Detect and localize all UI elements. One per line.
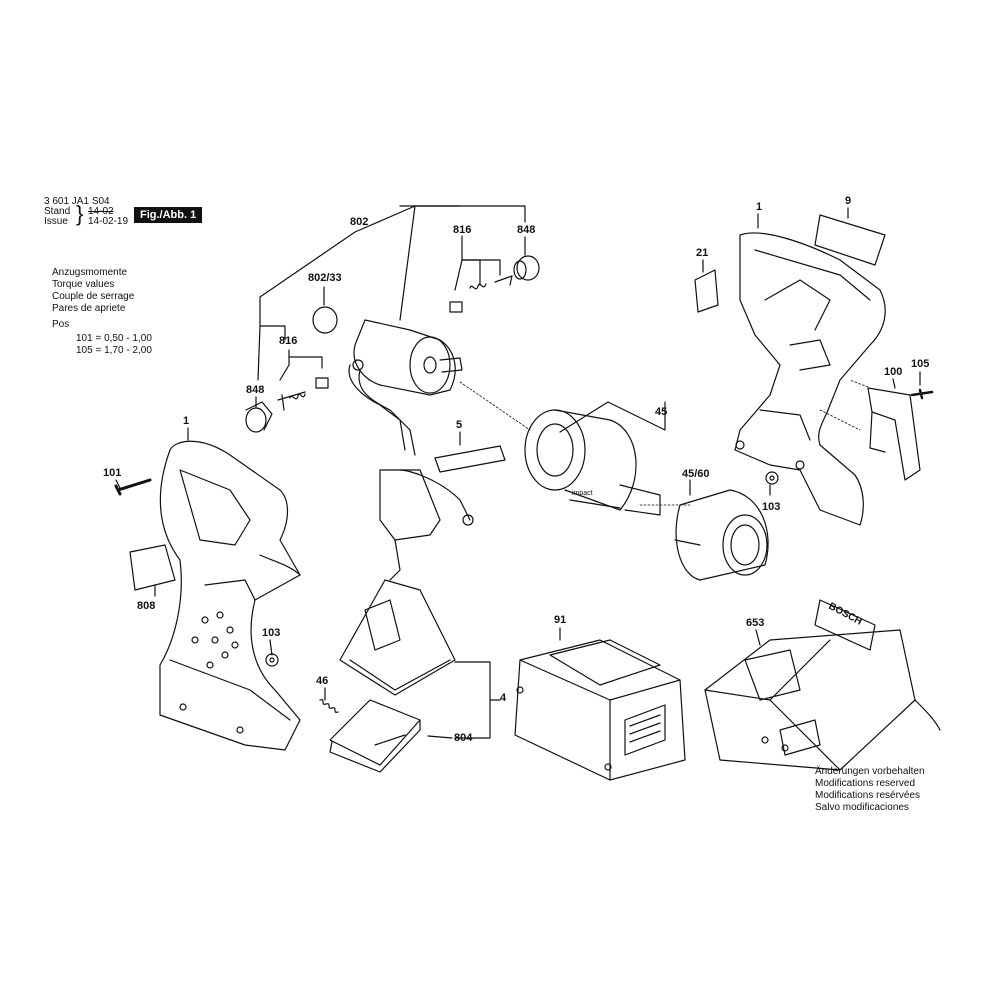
impact-text-mech: impact	[572, 490, 593, 497]
callout-105: 105	[911, 358, 930, 370]
label-808	[129, 544, 176, 591]
callout-91: 91	[554, 614, 567, 626]
issue-date: 14-02-19	[88, 216, 129, 227]
cap-848-top	[513, 255, 540, 281]
callout-5: 5	[456, 419, 463, 431]
part-number: 3 601 JA1 S04	[44, 196, 110, 207]
torque-pos-label: Pos	[52, 319, 70, 330]
torque-line-es: Pares de apriete	[52, 303, 126, 314]
torque-line-en: Torque values	[52, 279, 115, 290]
brush-assembly-816-top	[449, 275, 513, 313]
callout-848-left: 848	[246, 384, 265, 396]
nut-103-right	[765, 471, 779, 485]
figure-label: Fig./Abb. 1	[134, 207, 203, 223]
screw-101	[114, 478, 152, 496]
torque-value-101: 101 = 0,50 - 1,00	[76, 333, 152, 344]
charger-brand-text: BOSCH	[827, 601, 864, 628]
callout-1-right: 1	[756, 201, 763, 213]
torque-value-105: 105 = 1,70 - 2,00	[76, 345, 152, 356]
leader-lines-802	[255, 205, 526, 409]
label-21	[694, 269, 719, 313]
callout-802-33: 802/33	[308, 272, 342, 284]
callout-802: 802	[350, 216, 369, 228]
spring-46	[319, 699, 339, 713]
o-ring-802-33	[312, 306, 338, 334]
nose-cap-45-60	[674, 489, 769, 581]
brush-assembly-816-left	[277, 377, 329, 411]
note-fr: Modifications resérvées	[815, 790, 921, 801]
callout-46: 46	[316, 675, 329, 687]
leader-lines-misc	[115, 207, 921, 739]
brace-glyph: }	[76, 201, 84, 226]
callout-101: 101	[103, 467, 122, 479]
torque-line-de: Anzugsmomente	[52, 267, 128, 278]
nut-103-left	[265, 653, 279, 667]
charger-653	[704, 599, 941, 771]
explode-axis-lines	[459, 379, 869, 506]
callout-103-right: 103	[762, 501, 781, 513]
switch-cover-5	[434, 445, 506, 473]
callout-21: 21	[696, 247, 709, 259]
callout-816-left: 816	[279, 335, 298, 347]
screw-105	[910, 388, 934, 400]
switch-assembly	[339, 469, 474, 696]
label-9	[814, 214, 886, 266]
battery-pack-91	[514, 639, 686, 781]
callout-653: 653	[746, 617, 765, 629]
housing-half-left	[159, 440, 301, 751]
callout-4: 4	[500, 692, 507, 704]
housing-half-right	[734, 232, 886, 526]
impact-mechanism-45	[524, 409, 661, 516]
torque-line-fr: Couple de serrage	[52, 291, 135, 302]
stand-date: 14-02	[88, 206, 114, 217]
cap-848-left	[245, 401, 273, 433]
stand-label: Stand	[44, 206, 71, 217]
callout-100: 100	[884, 366, 903, 378]
note-de: Änderungen vorbehalten	[815, 766, 925, 777]
callout-9: 9	[845, 195, 852, 207]
contact-plate-804	[329, 699, 421, 773]
belt-clip-100	[867, 387, 921, 481]
motor-802	[348, 319, 463, 456]
callout-103-left: 103	[262, 627, 281, 639]
callout-1-left: 1	[183, 415, 190, 427]
note-es: Salvo modificaciones	[815, 802, 909, 813]
callout-45: 45	[655, 406, 668, 418]
callout-808: 808	[137, 600, 156, 612]
callout-45-60: 45/60	[682, 468, 710, 480]
callout-848-top: 848	[517, 224, 536, 236]
note-en: Modifications reserved	[815, 778, 916, 789]
issue-label: Issue	[44, 216, 68, 227]
callout-816-top: 816	[453, 224, 472, 236]
